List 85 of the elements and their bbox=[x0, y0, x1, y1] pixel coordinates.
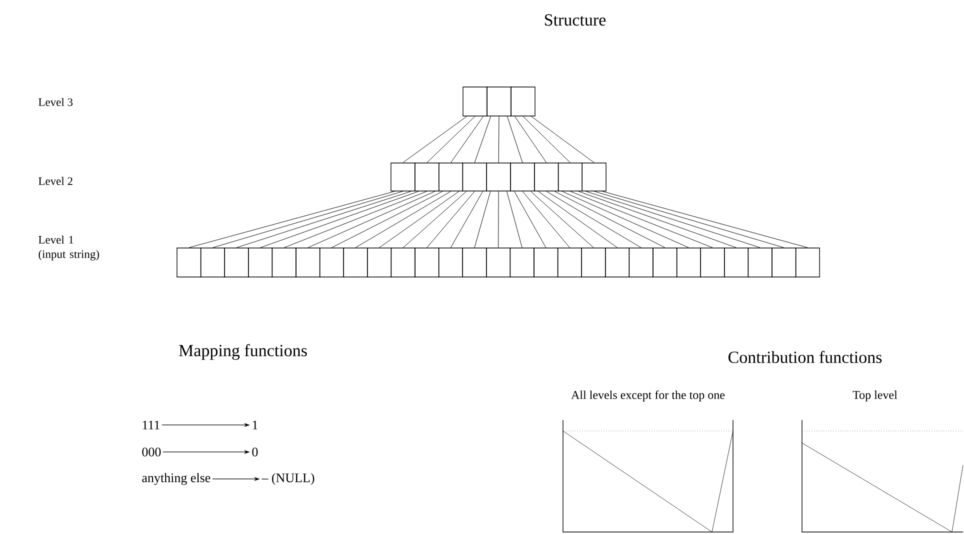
plot-title: Top level bbox=[852, 390, 898, 402]
string-cell bbox=[390, 162, 416, 192]
connector-line bbox=[284, 191, 428, 248]
string-cell bbox=[176, 248, 202, 278]
string-cell bbox=[772, 248, 796, 278]
string-cell bbox=[486, 248, 511, 278]
connector-line bbox=[355, 191, 452, 248]
connector-line bbox=[426, 191, 475, 248]
string-cell bbox=[296, 248, 320, 278]
string-cell bbox=[414, 162, 440, 192]
string-cell bbox=[462, 86, 488, 116]
connector-line bbox=[586, 191, 760, 248]
connector-line bbox=[514, 116, 547, 163]
string-cell bbox=[319, 248, 344, 278]
string-cell bbox=[795, 248, 820, 278]
connector-line bbox=[498, 116, 500, 163]
string-cell bbox=[534, 248, 558, 278]
connector-line bbox=[554, 191, 666, 248]
level-label: Level 3 bbox=[38, 98, 73, 106]
string-cell bbox=[510, 248, 534, 278]
string-cell bbox=[582, 162, 606, 192]
string-cell bbox=[367, 248, 392, 278]
symbol-text: 0 bbox=[252, 448, 258, 456]
connector-line bbox=[522, 116, 570, 163]
string-cell bbox=[652, 248, 678, 278]
string-cell bbox=[510, 86, 536, 116]
string-cell bbox=[462, 162, 487, 192]
string-cell bbox=[534, 162, 559, 192]
string-cell bbox=[390, 248, 416, 278]
connector-line bbox=[402, 116, 468, 163]
connector-line bbox=[379, 191, 460, 248]
string-cell bbox=[605, 248, 630, 278]
string-cell bbox=[414, 248, 440, 278]
symbol-text: 111 bbox=[142, 420, 160, 430]
symbol-text: anything else bbox=[142, 473, 210, 485]
connector-line bbox=[570, 191, 713, 248]
connector-line bbox=[498, 191, 499, 248]
string-cell bbox=[200, 248, 225, 278]
connector-line bbox=[506, 116, 523, 163]
string-cell bbox=[343, 248, 368, 278]
symbol-text: 1 bbox=[252, 420, 258, 430]
connector-line bbox=[474, 191, 491, 248]
connector-line bbox=[538, 191, 618, 248]
string-cell bbox=[558, 162, 582, 192]
string-cell bbox=[272, 248, 296, 278]
connector-line bbox=[578, 191, 737, 248]
string-cell bbox=[581, 248, 606, 278]
string-cell bbox=[486, 162, 511, 192]
section-heading: Mapping functions bbox=[179, 344, 307, 360]
string-cell bbox=[748, 248, 772, 278]
string-cell bbox=[462, 248, 487, 278]
level-label: Level 2 bbox=[38, 176, 72, 186]
symbol-text: – (NULL) bbox=[262, 473, 314, 485]
connector-line bbox=[331, 191, 443, 248]
connector-line bbox=[530, 191, 594, 248]
connector-line bbox=[308, 191, 436, 248]
string-cell bbox=[224, 248, 249, 278]
string-cell bbox=[486, 86, 512, 116]
connector-line bbox=[522, 191, 570, 248]
connector-line bbox=[562, 191, 689, 248]
connector-line bbox=[450, 191, 484, 248]
level-label: Level 1 (input string) bbox=[38, 236, 100, 260]
string-cell bbox=[438, 248, 463, 278]
connector-line bbox=[236, 191, 412, 248]
string-cell bbox=[248, 248, 273, 278]
connector-line bbox=[402, 191, 467, 248]
string-cell bbox=[510, 162, 535, 192]
string-cell bbox=[676, 248, 701, 278]
title: Structure bbox=[545, 14, 606, 26]
string-cell bbox=[700, 248, 725, 278]
connector-line bbox=[426, 116, 476, 163]
section-heading: Contribution functions bbox=[728, 350, 882, 364]
connector-line bbox=[450, 116, 484, 163]
connector-line bbox=[546, 191, 642, 248]
string-cell bbox=[438, 162, 464, 192]
symbol-text: 000 bbox=[142, 448, 161, 456]
connector-line bbox=[260, 191, 419, 248]
connector-line bbox=[474, 116, 492, 163]
connector-line bbox=[530, 116, 594, 163]
string-cell bbox=[628, 248, 654, 278]
string-cell bbox=[724, 248, 749, 278]
plot-title: All levels except for the top one bbox=[571, 390, 725, 402]
connector-line bbox=[506, 191, 522, 248]
string-cell bbox=[557, 248, 582, 278]
connector-line bbox=[514, 191, 546, 248]
